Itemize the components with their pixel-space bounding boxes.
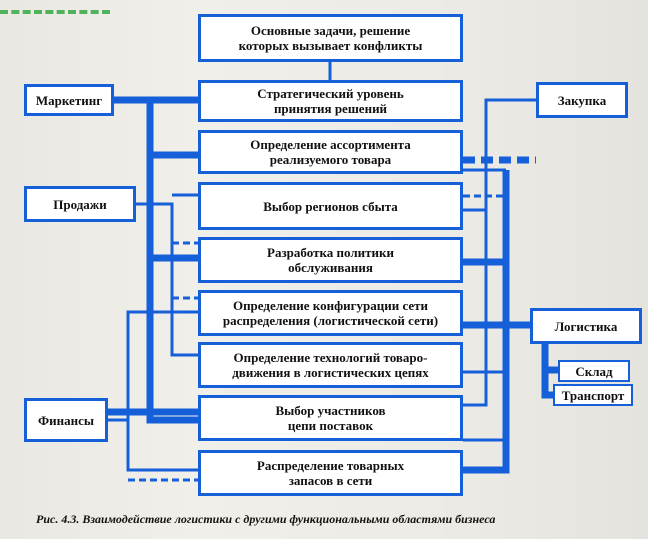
task-box-participants: Выбор участников цепи поставок <box>198 395 463 441</box>
task-box-network-config: Определение конфигурации сети распределе… <box>198 290 463 336</box>
logistics-sub-connector <box>541 343 553 399</box>
marketing-box: Маркетинг <box>24 84 114 116</box>
task-box-assortment: Определение ассортимента реализуемого то… <box>198 130 463 174</box>
task-box-regions: Выбор регионов сбыта <box>198 182 463 230</box>
transport-box: Транспорт <box>553 384 633 406</box>
purchasing-box: Закупка <box>536 82 628 118</box>
finance-connector <box>108 310 198 422</box>
conflict-tasks-box: Основные задачи, решение которых вызывае… <box>198 14 463 62</box>
task-box-technology: Определение технологий товаро- движения … <box>198 342 463 388</box>
logistics-connector <box>463 321 530 474</box>
figure-caption: Рис. 4.3. Взаимодействие логистики с дру… <box>36 512 496 526</box>
corner-mark <box>0 0 110 14</box>
sales-box: Продажи <box>24 186 136 222</box>
logistics-box: Логистика <box>530 308 642 344</box>
task-box-strategic: Стратегический уровень принятия решений <box>198 80 463 122</box>
finance-box: Финансы <box>24 398 108 442</box>
purchasing-connector <box>463 98 536 407</box>
sales-connector <box>136 202 198 357</box>
task-box-service-policy: Разработка политики обслуживания <box>198 237 463 283</box>
finance-lower <box>126 420 198 472</box>
task-box-inventory: Распределение товарных запасов в сети <box>198 450 463 496</box>
warehouse-box: Склад <box>558 360 630 382</box>
